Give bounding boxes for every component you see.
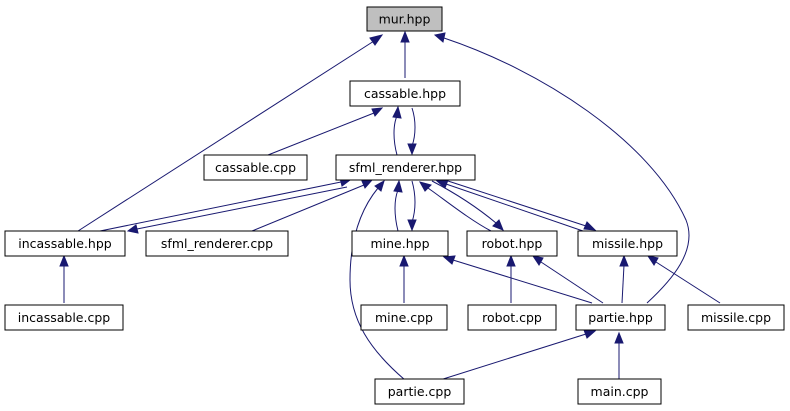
node-label: robot.hpp (482, 236, 543, 251)
edge-robot-hpp-to-sfml-renderer-hpp (418, 181, 492, 232)
edge-mine-cpp-to-mine-hpp (399, 254, 409, 303)
edge-partie-hpp-to-mur-hpp (433, 32, 690, 304)
node-label: mine.hpp (370, 236, 429, 251)
node-label: mine.cpp (375, 310, 433, 325)
node-sfml-renderer-hpp[interactable]: sfml_renderer.hpp (335, 154, 476, 181)
node-label: incassable.cpp (18, 310, 110, 325)
edge-sfml-renderer-hpp-to-mine-hpp (407, 180, 417, 232)
node-cassable-cpp[interactable]: cassable.cpp (203, 154, 308, 181)
edge-incassable-hpp-to-sfml-renderer-hpp (99, 177, 352, 232)
node-missile-hpp[interactable]: missile.hpp (577, 230, 678, 257)
node-cassable-hpp[interactable]: cassable.hpp (349, 80, 461, 107)
edge-layer (59, 30, 721, 381)
node-robot-cpp[interactable]: robot.cpp (467, 304, 557, 331)
edge-partie-hpp-to-robot-hpp (531, 255, 604, 304)
edge-partie-cpp-to-partie-hpp (439, 329, 597, 381)
edge-missile-cpp-to-missile-hpp (646, 255, 721, 304)
edge-incassable-cpp-to-incassable-hpp (59, 254, 69, 303)
edge-sfml-renderer-hpp-to-robot-hpp (431, 180, 504, 231)
edge-partie-hpp-to-mine-hpp (442, 255, 593, 304)
node-partie-hpp[interactable]: partie.hpp (575, 304, 666, 331)
edge-partie-cpp-to-sfml-renderer-hpp (349, 179, 406, 381)
node-mine-cpp[interactable]: mine.cpp (360, 304, 448, 331)
node-layer: mur.hpp cassable.hpp cassable.cpp sfml_r… (4, 6, 785, 405)
edge-robot-cpp-to-robot-hpp (506, 254, 516, 303)
node-label: mur.hpp (379, 12, 431, 27)
edge-incassable-hpp-to-mur-hpp (77, 34, 384, 232)
edge-sfml-renderer-cpp-to-sfml-renderer-hpp (251, 179, 374, 232)
node-label: cassable.cpp (215, 160, 296, 175)
node-label: missile.cpp (701, 310, 771, 325)
node-label: main.cpp (591, 384, 649, 399)
node-label: incassable.hpp (18, 236, 112, 251)
node-sfml-renderer-cpp[interactable]: sfml_renderer.cpp (145, 230, 289, 257)
edge-mine-hpp-to-sfml-renderer-hpp (393, 179, 403, 232)
node-partie-cpp[interactable]: partie.cpp (374, 378, 465, 405)
edge-cassable-hpp-to-mur-hpp (400, 30, 410, 78)
node-label: cassable.hpp (364, 86, 446, 101)
edge-cassable-cpp-to-cassable-hpp (267, 107, 384, 156)
node-robot-hpp[interactable]: robot.hpp (466, 230, 558, 257)
edge-main-cpp-to-partie-hpp (614, 331, 624, 380)
edge-sfml-renderer-hpp-to-incassable-hpp (126, 186, 348, 234)
node-incassable-hpp[interactable]: incassable.hpp (4, 230, 126, 257)
edge-cassable-hpp-to-sfml-renderer-hpp (407, 107, 417, 156)
node-label: sfml_renderer.cpp (161, 236, 273, 251)
node-missile-cpp[interactable]: missile.cpp (687, 304, 785, 331)
edge-sfml-renderer-hpp-to-missile-hpp (447, 180, 597, 231)
node-main-cpp[interactable]: main.cpp (577, 378, 662, 405)
node-label: robot.cpp (482, 310, 542, 325)
node-label: partie.hpp (588, 310, 653, 325)
node-label: partie.cpp (388, 384, 452, 399)
node-mur-hpp[interactable]: mur.hpp (366, 6, 443, 32)
node-mine-hpp[interactable]: mine.hpp (351, 230, 449, 257)
edge-missile-hpp-to-sfml-renderer-hpp (435, 179, 584, 232)
node-incassable-cpp[interactable]: incassable.cpp (4, 304, 124, 331)
node-label: missile.hpp (592, 236, 663, 251)
edge-sfml-renderer-hpp-to-cassable-hpp (392, 105, 402, 156)
node-label: sfml_renderer.hpp (349, 160, 462, 175)
edge-partie-hpp-to-missile-hpp (619, 254, 629, 304)
